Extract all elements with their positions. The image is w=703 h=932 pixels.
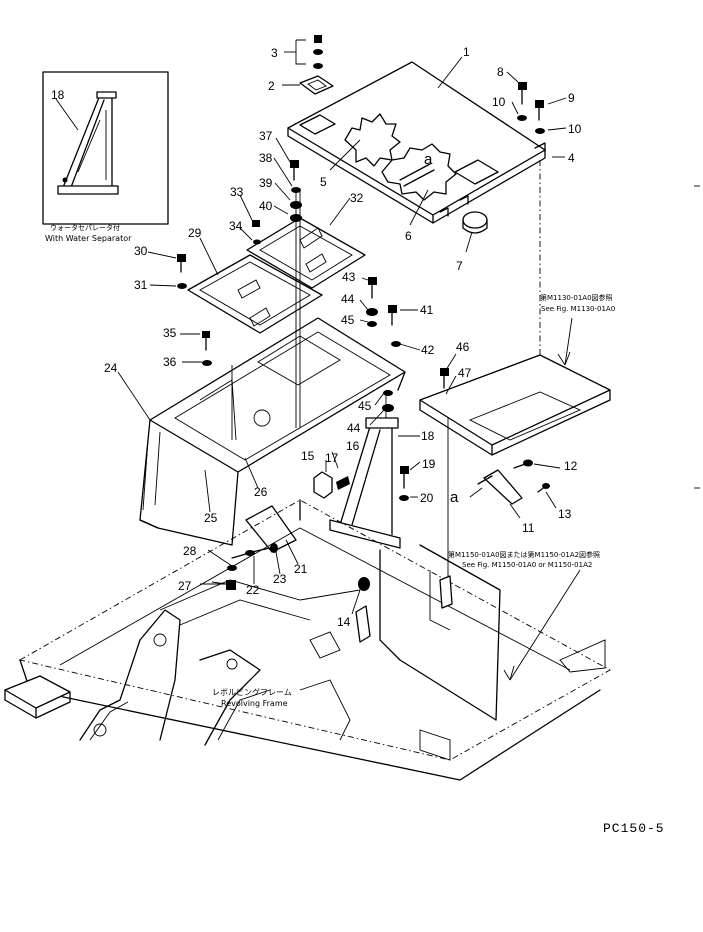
part-number: 37: [259, 129, 273, 143]
inset-part-number: 18: [51, 88, 65, 102]
part-number: 10: [568, 122, 582, 136]
svg-text:第M1150-01A0図または第M1150-01A2図参照: 第M1150-01A0図または第M1150-01A2図参照: [448, 550, 600, 559]
part-number: 18: [421, 429, 435, 443]
part-number: 7: [456, 259, 463, 273]
svg-text:See Fig. M1130-01A0: See Fig. M1130-01A0: [541, 305, 615, 313]
part-number: 27: [178, 579, 192, 593]
part-number: 20: [420, 491, 434, 505]
part-number: 10: [492, 95, 506, 109]
part-number: 41: [420, 303, 434, 317]
svg-text:レボルビングフレーム: レボルビングフレーム: [212, 687, 292, 697]
top-cover: [287, 61, 546, 224]
part-number: 39: [259, 176, 273, 190]
part-number: 23: [273, 572, 287, 586]
inset-label-en: With Water Separator: [45, 234, 132, 243]
svg-text:第M1130-01A0図参照: 第M1130-01A0図参照: [540, 293, 613, 302]
reference-m1150: 第M1150-01A0図または第M1150-01A2図参照 See Fig. M…: [448, 550, 600, 569]
part-number: 33: [230, 185, 244, 199]
part-number: 14: [337, 615, 351, 629]
frame-24: [139, 317, 406, 546]
bolts-8-9-10: [517, 82, 545, 134]
part-number: 32: [350, 191, 364, 205]
part-number: 29: [188, 226, 202, 240]
cover-plate-29: [187, 254, 323, 334]
part-number: 42: [421, 343, 435, 357]
cap-7: [462, 211, 488, 234]
part-number: 45: [358, 399, 372, 413]
part-number: 34: [229, 219, 243, 233]
part-number-labels: 1 2 3 4 5 6 7 8 9 10 10 11 12 13 14 15 1…: [104, 45, 582, 629]
detail-mark: a: [424, 151, 433, 168]
part-number: 38: [259, 151, 273, 165]
plate-21-23: [231, 505, 297, 559]
part-number: 13: [558, 507, 572, 521]
part-number: 24: [104, 361, 118, 375]
leader-lines: [117, 51, 581, 681]
drawing-number: PC150-5: [603, 821, 665, 836]
part-number: 28: [183, 544, 197, 558]
revolving-frame: [4, 499, 611, 781]
bolts-41-47: [366, 277, 449, 412]
revolving-frame-label: レボルビングフレーム Revolving Frame: [212, 687, 292, 708]
reference-m1130: 第M1130-01A0図参照 See Fig. M1130-01A0: [540, 293, 615, 313]
part-number: 15: [301, 449, 315, 463]
part-number: 16: [346, 439, 360, 453]
part-number: 22: [246, 583, 260, 597]
part-number: 44: [347, 421, 361, 435]
inset-water-separator: 18 ウォータセパレータ付 With Water Separator: [42, 71, 169, 243]
part-number: 35: [163, 326, 177, 340]
part-number: 44: [341, 292, 355, 306]
part-number: 4: [568, 151, 575, 165]
bolts-19-20: [399, 466, 409, 501]
lever-11-13: [477, 459, 550, 505]
part-number: 45: [341, 313, 355, 327]
part-number: 5: [320, 175, 327, 189]
plate-and-bolts: [295, 35, 334, 95]
inset-label-jp: ウォータセパレータ付: [50, 223, 120, 232]
part-number: 43: [342, 270, 356, 284]
part-number: 40: [259, 199, 273, 213]
side-panel: [419, 354, 611, 456]
part-number: 12: [564, 459, 578, 473]
part-number: 21: [294, 562, 308, 576]
part-number: 1: [463, 45, 470, 59]
part-number: 26: [254, 485, 268, 499]
part-number: 19: [422, 457, 436, 471]
part-number: 46: [456, 340, 470, 354]
part-number: 36: [163, 355, 177, 369]
clamp-15-17: [313, 451, 350, 499]
cover-plate-32: [246, 217, 366, 289]
part-number: 9: [568, 91, 575, 105]
part-number: 6: [405, 229, 412, 243]
part-number: 25: [204, 511, 218, 525]
bolts-37-40: [177, 160, 302, 366]
part-number: 3: [271, 46, 278, 60]
svg-text:See Fig. M1150-01A0 or M1150-0: See Fig. M1150-01A0 or M1150-01A2: [462, 561, 592, 569]
part-number: 17: [325, 451, 339, 465]
part-number: 30: [134, 244, 148, 258]
part-number: 11: [522, 521, 535, 535]
part-number: 8: [497, 65, 504, 79]
detail-mark: a: [450, 489, 459, 506]
part-number: 2: [268, 79, 275, 93]
part-number: 31: [134, 278, 148, 292]
svg-text:Revolving Frame: Revolving Frame: [221, 699, 288, 708]
part-number: 47: [458, 366, 472, 380]
